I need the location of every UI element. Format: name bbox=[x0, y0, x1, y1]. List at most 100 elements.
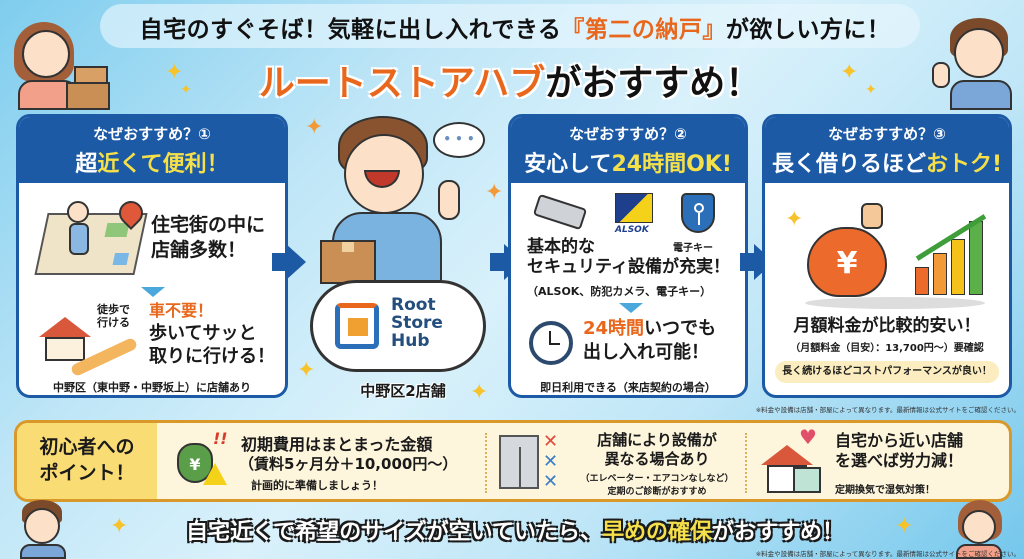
down-arrow-icon bbox=[141, 287, 165, 297]
elevator-icon bbox=[499, 435, 539, 489]
logo-line: Store bbox=[391, 312, 443, 333]
map-water bbox=[112, 253, 130, 265]
sparkle-icon: ✦ bbox=[297, 358, 316, 383]
panel-title: 超近くて便利！ bbox=[19, 146, 285, 178]
key-head bbox=[694, 203, 704, 213]
chart-bar bbox=[915, 267, 929, 295]
alsok-label: ALSOK bbox=[615, 225, 649, 235]
body bbox=[950, 80, 1012, 110]
disclaimer-bottom: ※料金や設備は店舗・部屋によって異なります。最新情報は公式サイトをご確認ください… bbox=[755, 550, 1020, 558]
point-price: 月額料金が比較的安い！ bbox=[793, 316, 981, 336]
face bbox=[22, 30, 70, 78]
walking-person-icon bbox=[67, 201, 91, 255]
no-car-label: 車不要！ bbox=[149, 301, 214, 320]
man-waving-bottom-illustration bbox=[14, 500, 74, 559]
x-mark-icon: ✕ bbox=[543, 451, 559, 472]
sparkle-icon: ✦ bbox=[180, 82, 192, 98]
key-shaft bbox=[698, 213, 700, 225]
root-store-hub-logo-icon bbox=[335, 303, 379, 349]
sparkle-icon: ✦ bbox=[840, 60, 859, 85]
header-highlight: 『第二の納戸』 bbox=[561, 17, 726, 43]
title-highlight: おトク! bbox=[925, 152, 1003, 177]
bottom-post: がおすすめ！ bbox=[712, 520, 845, 545]
thought-bubble: • • • bbox=[433, 122, 485, 158]
house-roof-icon bbox=[761, 445, 813, 465]
title-suffix: がおすすめ！ bbox=[545, 63, 762, 104]
walker-body bbox=[69, 223, 89, 255]
x-mark-icon: ✕ bbox=[543, 431, 559, 452]
security-detail: （ALSOK、防犯カメラ、電子キー） bbox=[527, 285, 712, 298]
header-text-end: が欲しい方に！ bbox=[725, 17, 891, 43]
panel-reason-2: なぜおすすめ？② 安心して24時間OK! ALSOK 電子キー 基本的な セキュ… bbox=[508, 114, 748, 398]
bottom-pre: 自宅近くで希望のサイズが空いていたら、 bbox=[185, 520, 602, 545]
man-waving-illustration bbox=[928, 6, 1022, 110]
bottom-message: 自宅近くで希望のサイズが空いていたら、早めの確保がおすすめ！ bbox=[140, 514, 890, 546]
chart-bar bbox=[969, 221, 983, 295]
elevator-door-line bbox=[519, 447, 521, 487]
sparkle-icon: ✦ bbox=[895, 514, 914, 539]
face bbox=[954, 28, 1004, 78]
center-character: • • • Root Store Hub 中野区2店舗 bbox=[310, 110, 488, 410]
sparkle-icon: ✦ bbox=[470, 380, 489, 405]
logo-line: Root bbox=[391, 295, 436, 315]
clock-hand bbox=[550, 343, 560, 345]
point-security: 基本的な セキュリティ設備が充実！ bbox=[527, 237, 730, 278]
arrow-stem bbox=[490, 253, 506, 271]
walker-head bbox=[67, 201, 89, 223]
heart-icon: ♥ bbox=[799, 425, 817, 449]
exclamation-icon: !! bbox=[213, 429, 228, 448]
woman-with-boxes-illustration bbox=[4, 4, 114, 110]
panel-reason-1: なぜおすすめ？① 超近くて便利！ 住宅街の中に 店舗多数！ 徒歩で 行ける 車不… bbox=[16, 114, 288, 398]
sparkle-icon: ✦ bbox=[305, 115, 324, 140]
chart-bar bbox=[951, 239, 965, 295]
panel-reason-3: なぜおすすめ？③ 長く借りるほどおトク! ¥ ✦ 月額料金が比較的安い！ （月額… bbox=[762, 114, 1012, 398]
point-residential: 住宅街の中に 店舗多数！ bbox=[151, 214, 266, 261]
ekey-label: 電子キー bbox=[673, 243, 713, 254]
header-text: 自宅のすぐそば！気軽に出し入れできる bbox=[139, 17, 562, 43]
tip-initial-cost: 初期費用はまとまった金額 bbox=[241, 435, 433, 454]
house-icon bbox=[39, 317, 91, 361]
panel-header: なぜおすすめ？③ 長く借りるほどおトク! bbox=[765, 117, 1009, 183]
face bbox=[962, 510, 996, 544]
panel-title: 安心して24時間OK! bbox=[511, 146, 745, 178]
house-roof bbox=[39, 317, 91, 337]
sparkle-icon: ✦ bbox=[865, 82, 877, 98]
header-line1: 自宅のすぐそば！気軽に出し入れできる『第二の納戸』が欲しい方に！ bbox=[110, 10, 920, 44]
title-pre: 長く借りるほど bbox=[771, 152, 926, 177]
clock-icon bbox=[529, 321, 573, 365]
panel-question: なぜおすすめ？② bbox=[569, 125, 687, 143]
panel-footer: 中野区（東中野・中野坂上）に店舗あり bbox=[53, 381, 251, 394]
logo-line: Hub bbox=[391, 330, 430, 351]
sparkle-icon: ✦ bbox=[110, 514, 129, 539]
clock-hand bbox=[549, 331, 551, 345]
coin-purse-icon: ¥ bbox=[807, 227, 887, 297]
tip-facilities-detail: （エレベーター・エアコンなしなど） bbox=[580, 474, 734, 484]
cost-performance-badge: 長く続けるほどコストパフォーマンスが良い！ bbox=[775, 361, 999, 383]
tip-nearby-store-note: 定期換気で湿気対策！ bbox=[835, 485, 935, 496]
right-arrow-icon bbox=[286, 244, 306, 280]
waving-hand-icon bbox=[932, 62, 950, 88]
main-title: ルートストアハブがおすすめ！ bbox=[200, 54, 820, 106]
panel-header: なぜおすすめ？② 安心して24時間OK! bbox=[511, 117, 745, 183]
price-detail: （月額料金（目安）：13,700円～）要確認 bbox=[790, 343, 984, 354]
sparkle-icon: ✦ bbox=[485, 180, 504, 205]
down-arrow-icon bbox=[619, 303, 643, 313]
title-highlight: 24時間OK! bbox=[611, 152, 732, 177]
shadow bbox=[805, 297, 985, 309]
body bbox=[956, 544, 1002, 559]
chart-bar bbox=[933, 253, 947, 295]
title-pre: 安心して bbox=[524, 152, 612, 177]
pointing-hand-icon bbox=[438, 180, 460, 220]
sparkle-icon: ✦ bbox=[785, 207, 804, 232]
panel-question: なぜおすすめ？① bbox=[93, 125, 211, 143]
bottom-highlight: 早めの確保 bbox=[602, 520, 713, 545]
logo-text: Root Store Hub bbox=[391, 295, 443, 351]
house-wall bbox=[45, 337, 85, 361]
tip-facilities: 店舗により設備が 異なる場合あり bbox=[597, 431, 717, 468]
box-icon bbox=[74, 66, 108, 84]
sparkle-icon: ✦ bbox=[165, 60, 184, 85]
highlight-24h: 24時間 bbox=[583, 318, 645, 339]
tip-facilities-note: 定期のご診断がおすすめ bbox=[607, 487, 707, 497]
box-icon bbox=[66, 82, 110, 110]
warning-icon bbox=[203, 463, 227, 485]
